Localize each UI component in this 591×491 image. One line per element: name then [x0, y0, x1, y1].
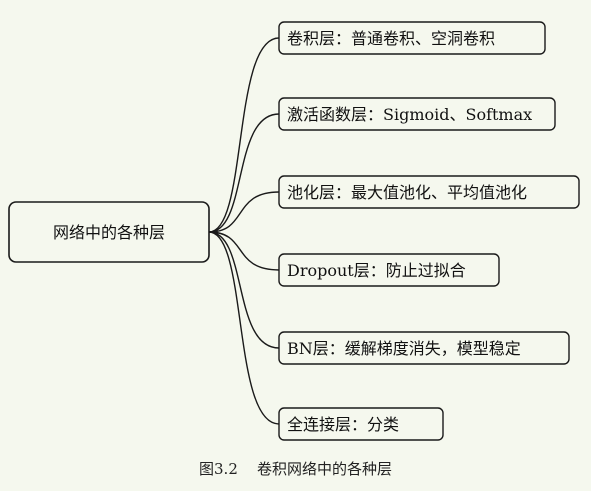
branch-node-fc-box — [278, 407, 444, 441]
connector-dropout — [208, 231, 280, 271]
connector-conv — [208, 37, 280, 233]
branch-node-dropout: Dropout层：防止过拟合 — [278, 253, 500, 287]
root-node-box — [8, 201, 210, 263]
root-node-label: 网络中的各种层 — [53, 223, 165, 242]
figure-caption-text: 卷积网络中的各种层 — [256, 460, 392, 478]
branch-node-conv: 卷积层：普通卷积、空洞卷积 — [278, 21, 546, 55]
figure-number: 图3.2 — [199, 460, 238, 478]
connector-fc — [208, 231, 280, 425]
branch-node-activation: 激活函数层：Sigmoid、Softmax — [278, 97, 556, 131]
branch-node-dropout-box — [278, 253, 500, 287]
branch-node-conv-box — [278, 21, 546, 55]
root-node: 网络中的各种层 — [8, 201, 210, 263]
connector-activation — [208, 113, 280, 233]
branch-node-activation-label: 激活函数层：Sigmoid、Softmax — [287, 105, 532, 124]
branch-node-pooling: 池化层：最大值池化、平均值池化 — [278, 175, 580, 209]
branch-node-activation-box — [278, 97, 556, 131]
branch-node-pooling-box — [278, 175, 580, 209]
branch-node-fc-label: 全连接层：分类 — [287, 415, 399, 434]
branch-node-conv-label: 卷积层：普通卷积、空洞卷积 — [287, 29, 495, 48]
figure-caption: 图3.2 卷积网络中的各种层 — [0, 458, 591, 479]
branch-node-fc: 全连接层：分类 — [278, 407, 444, 441]
branch-node-bn-box — [278, 331, 570, 365]
connector-pooling — [208, 191, 280, 233]
branch-node-bn-label: BN层：缓解梯度消失，模型稳定 — [287, 339, 521, 358]
connector-bn — [208, 231, 280, 349]
branch-node-pooling-label: 池化层：最大值池化、平均值池化 — [287, 183, 527, 202]
branch-node-dropout-label: Dropout层：防止过拟合 — [287, 261, 466, 280]
branch-node-bn: BN层：缓解梯度消失，模型稳定 — [278, 331, 570, 365]
caption-gap — [238, 460, 257, 478]
connector-group — [208, 37, 280, 425]
